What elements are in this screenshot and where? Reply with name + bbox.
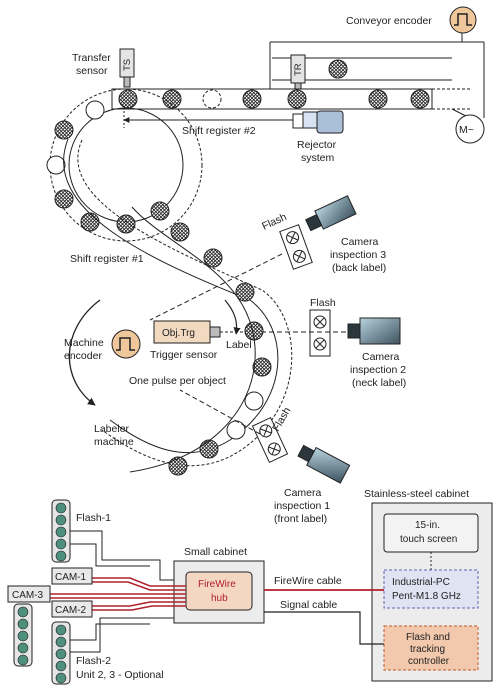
cam-2-box <box>51 600 93 618</box>
labeler-arc <box>129 206 256 473</box>
cam-1-label: CAM-1 <box>55 572 87 583</box>
flash-3-led-column <box>13 603 33 667</box>
touch-screen-line2: touch screen <box>400 534 457 545</box>
conveyor-encoder-icon <box>449 6 477 34</box>
signal-cable <box>264 611 384 645</box>
motor-label: M~ <box>459 124 474 136</box>
small-cabinet-label: Small cabinet <box>184 546 247 558</box>
stainless-cabinet-label: Stainless-steel cabinet <box>364 488 469 500</box>
shift-register-2-label: Shift register #2 <box>182 125 256 137</box>
labeler-machine-label-line2: machine <box>94 436 134 448</box>
camera-1-label-line2: inspection 1 <box>274 500 330 512</box>
camera-2-icon <box>347 317 401 345</box>
tr-sensor: TR <box>290 54 306 90</box>
machine-encoder-label-line2: encoder <box>64 350 102 362</box>
conveyor <box>111 32 485 118</box>
firewire-hub-line2: hub <box>211 593 228 604</box>
flash-1-label: Flash <box>270 405 293 433</box>
camera-1-label-line1: Camera <box>284 487 322 499</box>
camera-3-label-line1: Camera <box>341 236 379 248</box>
transfer-sensor-label-line1: Transfer <box>72 52 111 64</box>
cam-1-box <box>51 567 93 585</box>
obj-trg-label: Obj.Trg <box>162 328 195 339</box>
camera-3-label-line2: inspection 3 <box>330 249 386 261</box>
trigger-sensor-icon <box>153 320 221 344</box>
camera-2-label-line1: Camera <box>362 351 400 363</box>
cam-3-label: CAM-3 <box>12 590 44 601</box>
flash-controller-line1: Flash and <box>406 632 450 643</box>
machine-encoder-icon <box>111 329 141 359</box>
firewire-cable-label: FireWire cable <box>274 575 342 587</box>
optional-units-label: Unit 2, 3 - Optional <box>76 669 164 681</box>
transfer-sensor: TS <box>119 48 135 88</box>
camera-1-icon <box>297 444 351 484</box>
one-pulse-label: One pulse per object <box>129 375 226 387</box>
industrial-pc-line2: Pent-M1.8 GHz <box>392 591 461 602</box>
flash-1-led-column <box>51 499 71 563</box>
labeler-machine-label-line1: Labeler <box>94 423 130 435</box>
flash-2-unit <box>309 309 331 357</box>
flash-trigger-cables <box>70 530 174 653</box>
conveyor-belt <box>111 88 433 110</box>
trigger-sensor-label: Trigger sensor <box>150 349 218 361</box>
flash-2-mid-label: Flash <box>310 297 336 309</box>
flash-1-unit-label: Flash-1 <box>76 512 111 524</box>
rejector-label-line2: system <box>301 152 335 164</box>
flash-3-unit <box>279 224 313 270</box>
shift-register-1-label: Shift register #1 <box>70 253 144 265</box>
flash-2-led-column <box>51 621 71 685</box>
rejector-label-line1: Rejector <box>297 139 337 151</box>
label-text: Label <box>226 339 252 351</box>
camera-3-view-line <box>149 253 283 321</box>
machine-rotation-arrow <box>68 299 101 406</box>
shift-register-1-path <box>63 138 279 454</box>
flash-controller-line2: tracking <box>410 644 445 655</box>
camera-2-label-line2: inspection 2 <box>350 364 406 376</box>
flash-2-unit-label: Flash-2 <box>76 655 111 667</box>
machine-encoder-label-line1: Machine <box>64 337 104 349</box>
transfer-sensor-label-line2: sensor <box>76 65 108 77</box>
camera-3-icon <box>305 195 357 232</box>
flash-1-unit <box>251 416 289 464</box>
rejector-icon <box>292 110 344 134</box>
industrial-pc-box <box>383 569 479 609</box>
signal-cable-label: Signal cable <box>280 599 337 611</box>
industrial-pc-line1: Industrial-PC <box>392 577 450 588</box>
flash-controller-box <box>383 625 479 671</box>
motor-icon <box>455 114 485 144</box>
ts-label: TS <box>122 59 133 71</box>
camera-1-view-line <box>179 389 261 435</box>
conveyor-encoder-label: Conveyor encoder <box>346 15 432 27</box>
conveyor-bottles <box>118 59 430 109</box>
camera-firewire-cables <box>50 577 186 611</box>
tr-label: TR <box>293 63 304 76</box>
process-bottles <box>168 222 272 476</box>
cam-3-box <box>7 585 51 603</box>
cam-2-label: CAM-2 <box>55 605 87 616</box>
flash-controller-line3: controller <box>408 656 450 667</box>
firewire-hub-line1: FireWire <box>198 579 236 590</box>
touch-screen-line1: 15-in. <box>415 520 440 531</box>
firewire-hub-box <box>185 571 253 611</box>
camera-2-label-line3: (neck label) <box>352 377 406 389</box>
camera-1-label-line3: (front label) <box>274 513 327 525</box>
camera-3-label-line3: (back label) <box>332 262 386 274</box>
